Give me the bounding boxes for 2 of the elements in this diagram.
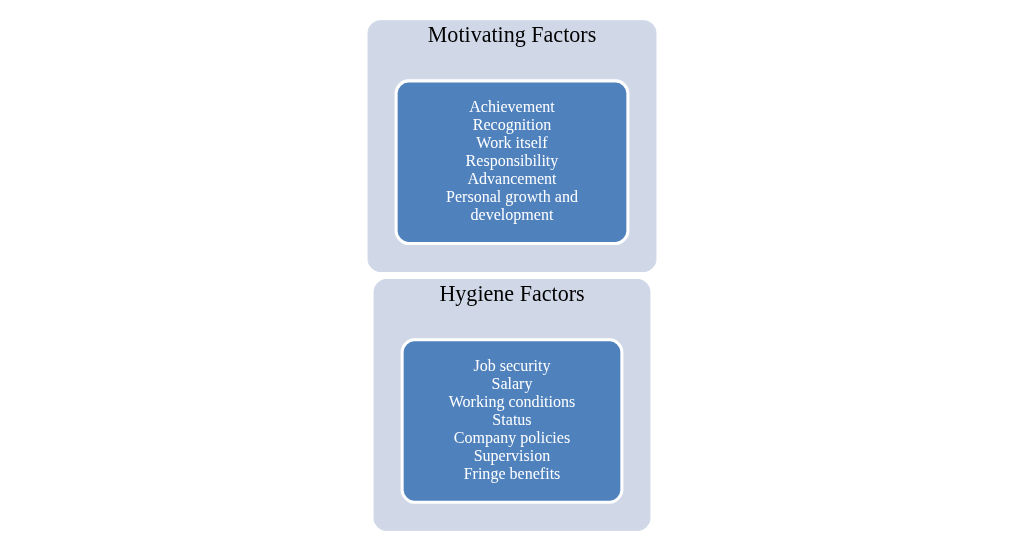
- node-box: Job security Salary Working conditions Status Company policies Supervision Fringe benefits: [400, 338, 623, 504]
- node-box: Achievement Recognition Work itself Responsibility Advancement Personal growth and development: [394, 79, 629, 245]
